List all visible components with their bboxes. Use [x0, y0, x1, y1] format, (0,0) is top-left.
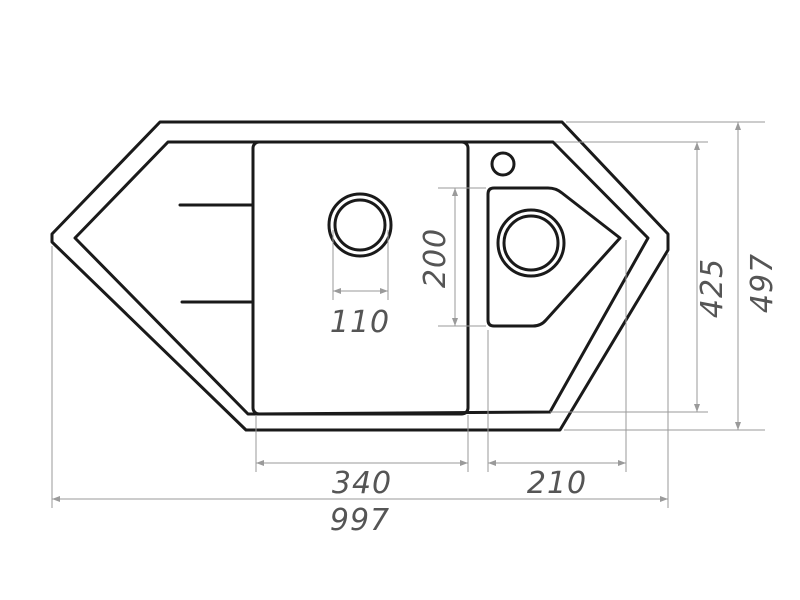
dimension-497: 497 — [564, 121, 780, 431]
dimension-997-label: 997 — [330, 503, 390, 538]
dimension-425: 425 — [550, 141, 730, 413]
dimension-210-label: 210 — [527, 466, 587, 501]
dimension-200: 200 — [418, 187, 486, 327]
sink-inner-rim — [73, 140, 650, 416]
dimension-200-label: 200 — [418, 228, 453, 288]
dimension-110: 110 — [330, 230, 390, 340]
main-bowl — [251, 140, 470, 416]
dimension-340: 340 — [255, 415, 469, 501]
dimension-110-label: 110 — [330, 305, 390, 340]
faucet-hole — [490, 151, 516, 177]
dimension-210: 210 — [487, 240, 627, 501]
main-bowl-drain-inner — [333, 198, 387, 252]
main-bowl-drain-outer — [327, 192, 393, 258]
dimension-497-label: 497 — [745, 253, 780, 313]
dimension-340-label: 340 — [332, 466, 392, 501]
small-bowl-drain-inner — [502, 214, 560, 272]
sink-outer-contour — [50, 120, 670, 432]
dimension-425-label: 425 — [695, 258, 730, 318]
small-bowl-drain-outer — [496, 208, 566, 278]
small-bowl — [486, 186, 622, 328]
dimension-997: 997 — [51, 246, 669, 538]
